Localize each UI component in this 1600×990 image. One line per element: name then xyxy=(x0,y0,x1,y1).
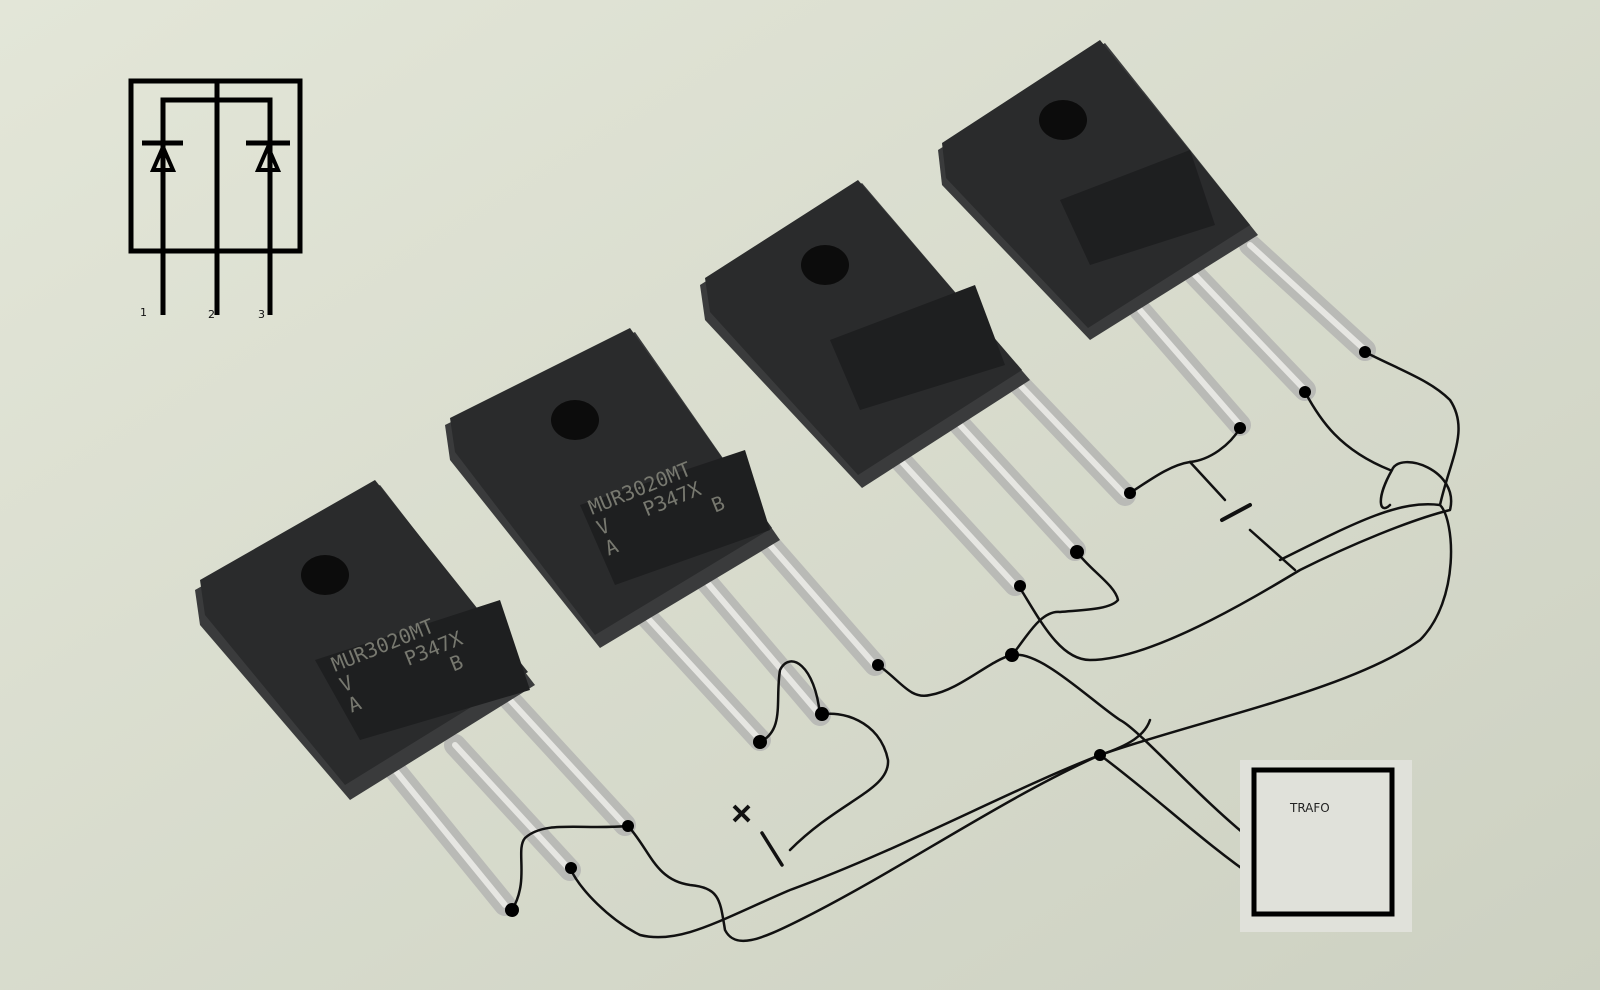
diode-package-3 xyxy=(700,180,1030,488)
mounting-hole xyxy=(551,400,599,440)
transformer-box: TRAFO xyxy=(1240,760,1412,932)
pin-label-3: 3 xyxy=(258,308,265,321)
mounting-hole xyxy=(301,555,349,595)
leads xyxy=(384,234,1376,916)
pin-label-1: 1 xyxy=(140,306,147,319)
diode-package-1: MUR3020MT V P347X A B xyxy=(195,480,535,800)
mounting-hole xyxy=(801,245,849,285)
pin-label-2: 2 xyxy=(208,308,215,321)
diode-package-2: MUR3020MT V P347X A B xyxy=(445,328,780,648)
connection-dots xyxy=(505,346,1371,917)
diode-schematic: 1 2 3 xyxy=(128,78,303,321)
transformer-label: TRAFO xyxy=(1289,801,1330,815)
mounting-hole xyxy=(1039,100,1087,140)
diode-package-4 xyxy=(938,40,1258,340)
